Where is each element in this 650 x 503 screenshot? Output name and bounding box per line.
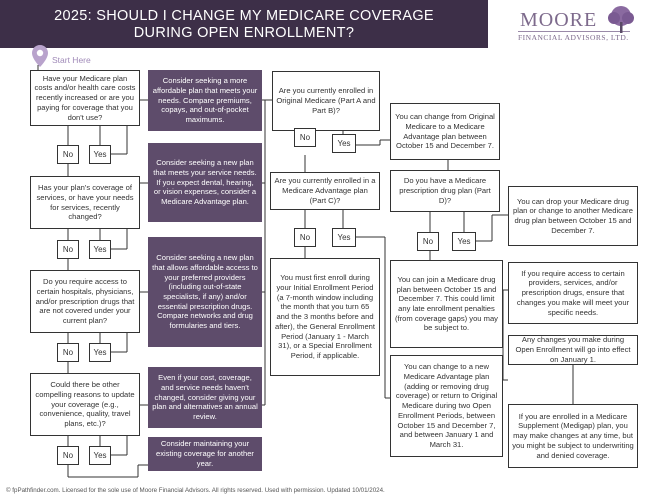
yes-option-advantage[interactable]: Yes xyxy=(332,228,356,247)
yes-option-access[interactable]: Yes xyxy=(89,343,111,362)
action-annual-review: Even if your cost, coverage, and service… xyxy=(148,367,262,428)
logo-divider xyxy=(518,31,630,32)
question-coverage-changed: Has your plan's coverage of services, or… xyxy=(30,176,140,229)
info-drop-drug-plan: You can drop your Medicare drug plan or … xyxy=(508,186,638,246)
info-medigap: If you are enrolled in a Medicare Supple… xyxy=(508,404,638,468)
no-option-original[interactable]: No xyxy=(294,128,316,147)
no-option-costs[interactable]: No xyxy=(57,145,79,164)
info-change-advantage-plan: You can change to a new Medicare Advanta… xyxy=(390,355,503,457)
action-affordable-plan: Consider seeking a more affordable plan … xyxy=(148,70,262,131)
info-access-providers: If you require access to certain provide… xyxy=(508,262,638,324)
yes-option-costs[interactable]: Yes xyxy=(89,145,111,164)
action-provider-access: Consider seeking a new plan that allows … xyxy=(148,237,262,347)
title-line-1: 2025: SHOULD I CHANGE MY MEDICARE COVERA… xyxy=(54,8,434,24)
no-option-coverage[interactable]: No xyxy=(57,240,79,259)
tree-icon xyxy=(608,6,634,33)
info-join-drug-plan: You can join a Medicare drug plan betwee… xyxy=(390,260,503,348)
info-changes-effect: Any changes you make during Open Enrollm… xyxy=(508,335,638,365)
yes-option-other[interactable]: Yes xyxy=(89,446,111,465)
no-option-advantage[interactable]: No xyxy=(294,228,316,247)
header-banner: 2025: SHOULD I CHANGE MY MEDICARE COVERA… xyxy=(0,0,488,48)
action-service-needs: Consider seeking a new plan that meets y… xyxy=(148,143,262,222)
question-original-medicare: Are you currently enrolled in Original M… xyxy=(272,71,380,131)
yes-option-original[interactable]: Yes xyxy=(332,134,356,153)
question-other-reasons: Could there be other compelling reasons … xyxy=(30,373,140,436)
yes-option-coverage[interactable]: Yes xyxy=(89,240,111,259)
moore-logo: MOORE FINANCIAL ADVISORS, LTD. xyxy=(492,0,650,48)
no-option-drug-plan[interactable]: No xyxy=(417,232,439,251)
logo-tagline: FINANCIAL ADVISORS, LTD. xyxy=(518,33,629,42)
logo-name: MOORE xyxy=(520,9,598,31)
question-access-required: Do you require access to certain hospita… xyxy=(30,270,140,333)
action-maintain-coverage: Consider maintaining your existing cover… xyxy=(148,437,262,471)
info-initial-enrollment: You must first enroll during your Initia… xyxy=(270,258,380,376)
no-option-other[interactable]: No xyxy=(57,446,79,465)
info-change-to-advantage: You can change from Original Medicare to… xyxy=(390,103,500,160)
question-medicare-advantage: Are you currently enrolled in a Medicare… xyxy=(270,172,380,210)
title-line-2: DURING OPEN ENROLLMENT? xyxy=(133,25,355,41)
question-costs-increased: Have your Medicare plan costs and/or hea… xyxy=(30,70,140,126)
no-option-access[interactable]: No xyxy=(57,343,79,362)
start-here-label: Start Here xyxy=(52,55,91,65)
yes-option-drug-plan[interactable]: Yes xyxy=(452,232,476,251)
question-drug-plan: Do you have a Medicare prescription drug… xyxy=(390,170,500,212)
location-pin-icon xyxy=(32,45,48,67)
footer-copyright: © fpPathfinder.com. Licensed for the sol… xyxy=(6,487,385,494)
